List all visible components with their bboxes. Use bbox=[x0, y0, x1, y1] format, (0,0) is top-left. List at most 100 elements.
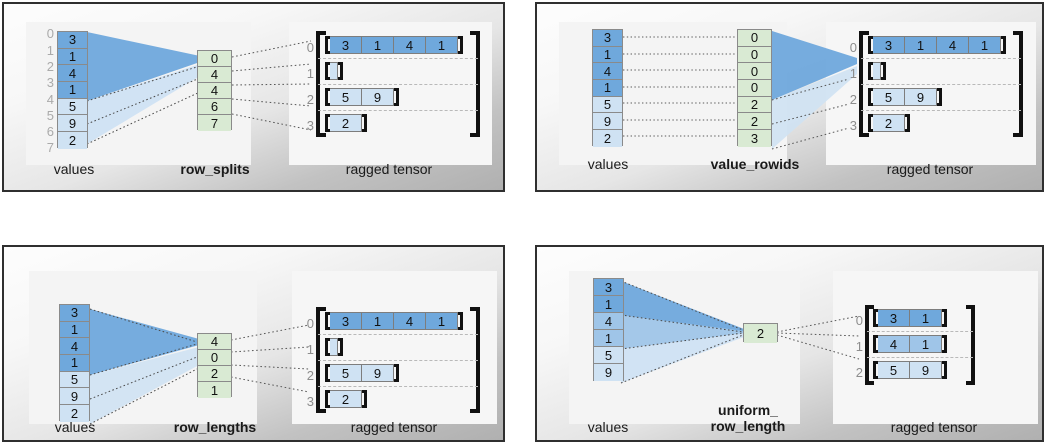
ragged-row-index-0: 0 bbox=[306, 316, 314, 331]
ragged-row: 4 1 bbox=[873, 335, 947, 353]
ragged-cell: 3 bbox=[873, 36, 905, 54]
value-cell: 9 bbox=[593, 113, 622, 131]
row-divider bbox=[318, 334, 478, 335]
row-lengths-cell: 4 bbox=[198, 334, 231, 350]
values-index-6: 6 bbox=[46, 124, 54, 139]
open-bracket-icon bbox=[325, 390, 330, 408]
ragged-row: 3 1 4 1 bbox=[868, 36, 1006, 54]
value-cell: 5 bbox=[594, 347, 623, 364]
ragged-cell: 4 bbox=[937, 36, 969, 54]
ragged-cell: 5 bbox=[878, 361, 910, 379]
open-bracket-icon bbox=[873, 361, 878, 379]
ragged-row-index-1: 1 bbox=[849, 66, 857, 81]
ragged-row: 2 bbox=[868, 114, 910, 132]
value-rowids-cell: 0 bbox=[738, 30, 771, 47]
row-divider bbox=[318, 110, 478, 111]
encoding-caption: value_rowids bbox=[710, 156, 800, 172]
ragged-tensor-row-splits: 3 1 4 1 5 9 2 bbox=[316, 31, 480, 137]
row-divider bbox=[318, 360, 478, 361]
open-bracket-icon bbox=[325, 62, 330, 80]
encoding-caption: uniform_ row_length bbox=[710, 402, 786, 435]
ragged-caption: ragged tensor bbox=[350, 419, 438, 435]
ragged-cell: 5 bbox=[873, 88, 905, 106]
close-bracket-icon bbox=[942, 361, 947, 379]
value-rowids-cell: 0 bbox=[738, 80, 771, 97]
ragged-cell: 1 bbox=[426, 312, 458, 330]
row-divider bbox=[318, 58, 478, 59]
ragged-row-index-0: 0 bbox=[849, 40, 857, 55]
values-index-3: 3 bbox=[46, 75, 54, 90]
row-divider bbox=[861, 84, 1021, 85]
value-cell: 4 bbox=[593, 63, 622, 81]
open-bracket-icon bbox=[325, 338, 330, 356]
ragged-row-index-2: 2 bbox=[306, 368, 314, 383]
row-divider bbox=[861, 110, 1021, 111]
value-rowids-cell: 2 bbox=[738, 96, 771, 114]
value-rowids-cell: 3 bbox=[738, 130, 771, 147]
ragged-cell: 1 bbox=[426, 36, 458, 54]
value-cell: 5 bbox=[58, 98, 87, 116]
open-bracket-icon bbox=[868, 88, 873, 106]
value-cell: 3 bbox=[593, 30, 622, 47]
row-splits-cell: 6 bbox=[198, 99, 231, 115]
close-bracket-icon bbox=[470, 31, 480, 137]
ragged-cell: 3 bbox=[330, 312, 362, 330]
close-bracket-icon bbox=[362, 114, 367, 132]
values-index-2: 2 bbox=[46, 59, 54, 74]
value-cell: 1 bbox=[593, 46, 622, 64]
ragged-tensor-row-lengths: 3 1 4 1 5 9 2 bbox=[316, 307, 480, 413]
ragged-cell: 2 bbox=[330, 114, 362, 132]
value-cell: 1 bbox=[593, 80, 622, 97]
ragged-cell-empty bbox=[330, 62, 338, 80]
value-cell: 9 bbox=[58, 115, 87, 133]
value-cell: 9 bbox=[594, 364, 623, 381]
values-caption: values bbox=[53, 161, 95, 177]
open-bracket-icon bbox=[873, 309, 878, 327]
values-caption: values bbox=[587, 156, 629, 172]
ragged-cell: 5 bbox=[330, 88, 362, 106]
ragged-row-empty bbox=[868, 62, 886, 80]
close-bracket-icon bbox=[1001, 36, 1006, 54]
ragged-row: 3 1 4 1 bbox=[325, 312, 463, 330]
ragged-row: 5 9 bbox=[325, 88, 399, 106]
row-splits-column: 0 4 4 6 7 bbox=[197, 50, 232, 131]
ragged-cell: 1 bbox=[910, 335, 942, 353]
row-divider bbox=[861, 58, 1021, 59]
value-rowids-cell: 0 bbox=[738, 63, 771, 81]
close-bracket-icon bbox=[362, 390, 367, 408]
value-cell: 1 bbox=[58, 48, 87, 66]
values-index-0: 0 bbox=[46, 26, 54, 41]
close-bracket-icon bbox=[394, 88, 399, 106]
ragged-row-index-0: 0 bbox=[855, 313, 863, 328]
value-cell: 3 bbox=[58, 32, 87, 49]
value-cell: 3 bbox=[60, 305, 89, 322]
row-lengths-cell: 2 bbox=[198, 366, 231, 382]
values-index-4: 4 bbox=[46, 92, 54, 107]
ragged-row: 5 9 bbox=[868, 88, 942, 106]
ragged-cell: 9 bbox=[362, 364, 394, 382]
row-splits-cell: 0 bbox=[198, 51, 231, 67]
close-bracket-icon bbox=[458, 312, 463, 330]
value-cell: 2 bbox=[58, 132, 87, 149]
ragged-row-index-3: 3 bbox=[306, 394, 314, 409]
ragged-row-empty bbox=[325, 62, 343, 80]
close-bracket-icon bbox=[338, 338, 343, 356]
panel-value-rowids: 3 1 4 1 5 9 2 0 0 0 0 2 2 3 values value… bbox=[535, 2, 1044, 192]
values-column-uniform-row-length: 3 1 4 1 5 9 bbox=[593, 278, 624, 381]
panel-row-lengths: 3 1 4 1 5 9 2 4 0 2 1 values row_lengths… bbox=[2, 245, 505, 442]
close-bracket-icon bbox=[338, 62, 343, 80]
row-lengths-column: 4 0 2 1 bbox=[197, 333, 232, 398]
close-bracket-icon bbox=[1013, 31, 1023, 137]
ragged-cell: 1 bbox=[905, 36, 937, 54]
value-cell: 1 bbox=[60, 355, 89, 372]
value-rowids-column: 0 0 0 0 2 2 3 bbox=[737, 29, 772, 147]
value-cell: 2 bbox=[60, 405, 89, 422]
ragged-row: 2 bbox=[325, 390, 367, 408]
values-column-row-lengths: 3 1 4 1 5 9 2 bbox=[59, 304, 90, 422]
values-index-7: 7 bbox=[46, 140, 54, 155]
ragged-row: 3 1 bbox=[873, 309, 947, 327]
value-cell: 1 bbox=[60, 321, 89, 339]
row-lengths-cell: 0 bbox=[198, 350, 231, 366]
open-bracket-icon bbox=[873, 335, 878, 353]
ragged-cell: 9 bbox=[362, 88, 394, 106]
